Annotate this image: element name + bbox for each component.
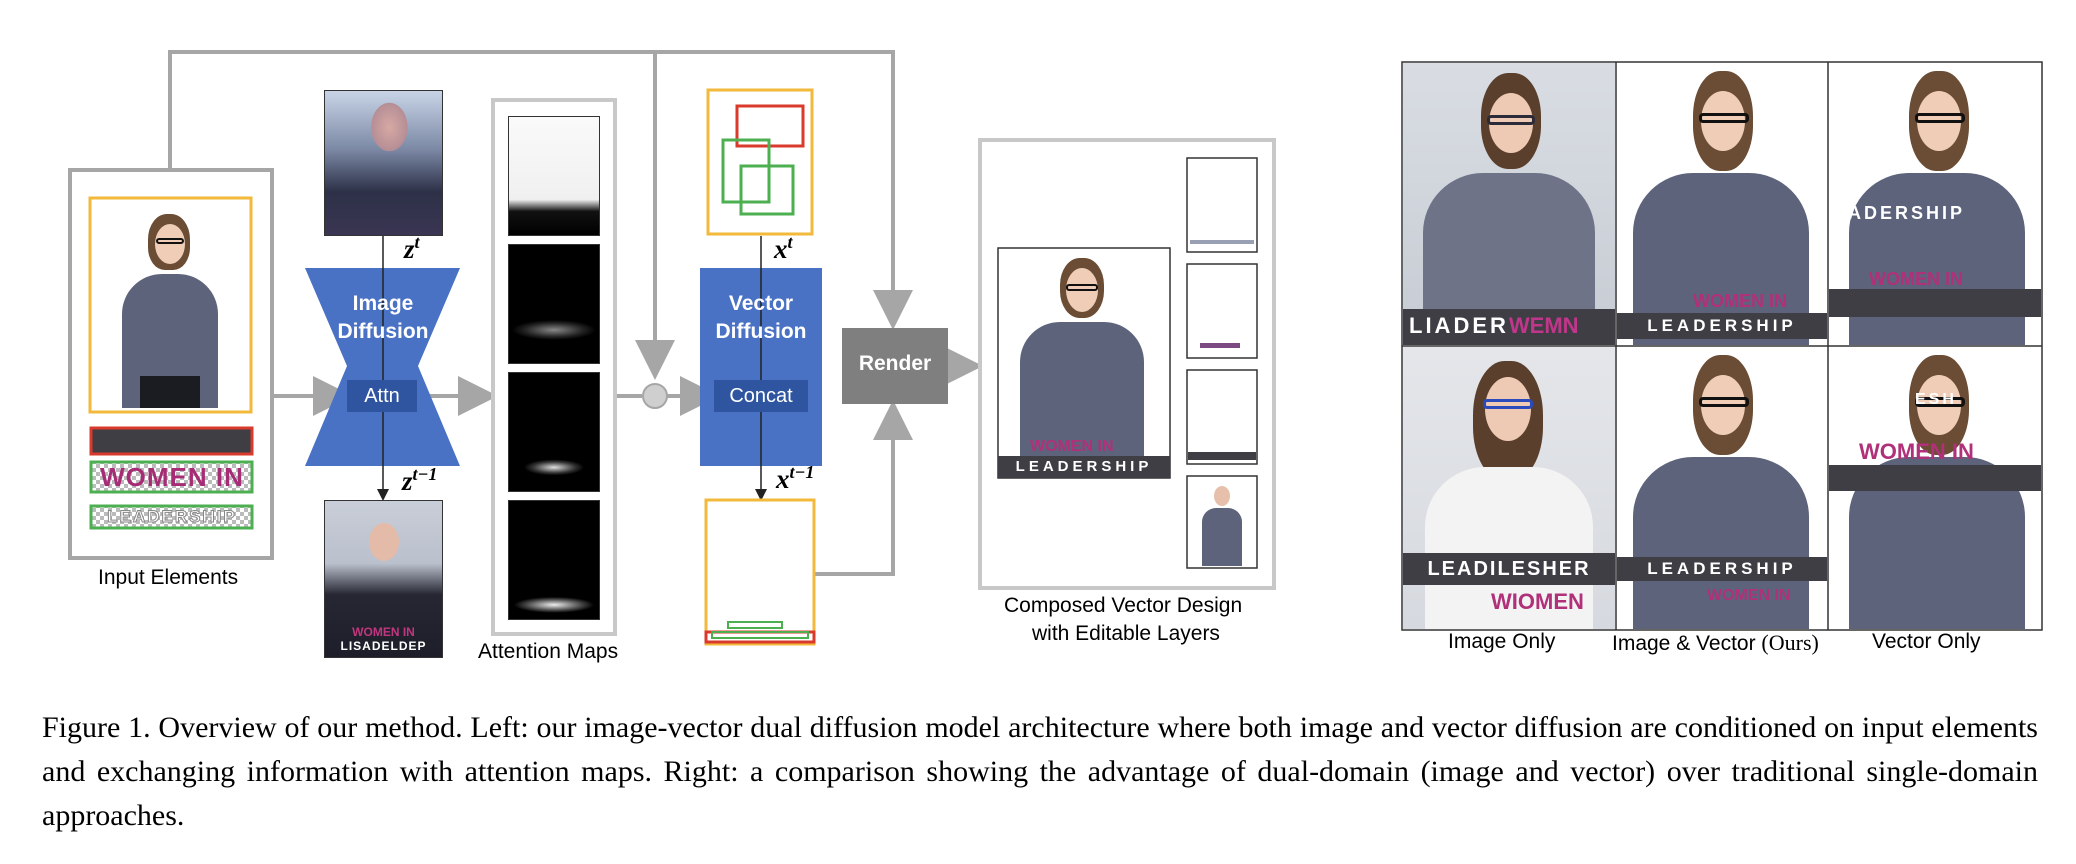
input-women-in-box	[89, 460, 254, 494]
layer-thumb-3-bar	[1188, 452, 1256, 460]
caption-text: Figure 1. Overview of our method. Left: …	[42, 711, 2038, 832]
cell-r2c3: ESH WOMEN IN	[1829, 347, 2041, 629]
vector-xt1-frame	[704, 498, 816, 646]
ours-tag: (Ours)	[1761, 630, 1819, 655]
composed-woman	[1000, 250, 1168, 476]
zt-label: zt	[404, 232, 420, 264]
figure: WOMEN IN LISADELDEP WOMEN IN LEADERSHIP …	[68, 50, 2043, 663]
input-leadership-box	[89, 504, 254, 530]
image-diffusion-title: Image Diffusion	[337, 292, 429, 343]
vector-xt-frame	[706, 88, 814, 236]
xt-green-box-2	[739, 164, 795, 216]
attention-map-3	[508, 372, 600, 492]
attn-box: Attn	[347, 380, 417, 412]
output-to-render-line	[815, 400, 913, 576]
top-loop-line	[168, 50, 913, 330]
composed-women-in: WOMEN IN	[1030, 438, 1114, 455]
layer-thumb-1-text	[1190, 240, 1254, 244]
col-label-vector-only: Vector Only	[1872, 630, 1981, 653]
input-woman-photo	[100, 204, 240, 408]
col-label-image-vector: Image & Vector (Ours)	[1612, 630, 1819, 655]
cell-r1c3: EADERSHIP WOMEN IN	[1829, 63, 2041, 345]
attention-maps-label: Attention Maps	[478, 640, 619, 663]
layer-thumb-2	[1186, 263, 1258, 359]
layer-thumb-3	[1186, 369, 1258, 465]
r2c2-pink-text: WOMEN IN	[1707, 587, 1791, 604]
r2c1-pink-text: WIOMEN	[1491, 589, 1584, 614]
r1c1-white-text: LIADER	[1409, 313, 1509, 338]
merge-node	[642, 383, 668, 409]
layer-thumb-1	[1186, 157, 1258, 253]
r2c2-leadership-bar: LEADERSHIP	[1617, 557, 1827, 581]
input-dark-bar	[89, 426, 254, 456]
cell-r1c2: WOMEN IN LEADERSHIP	[1617, 63, 1827, 345]
decoded-image-zt1: WOMEN IN LISADELDEP	[324, 500, 443, 658]
composed-leadership-bar: LEADERSHIP	[998, 456, 1170, 478]
noisy-image-zt	[324, 90, 443, 236]
zt1-label: zt−1	[402, 464, 438, 496]
cell-r1c1: LIADERWEMN	[1403, 63, 1615, 345]
attention-map-4	[508, 500, 600, 620]
cell-r2c2: LEADERSHIP WOMEN IN	[1617, 347, 1827, 629]
r2c1-bar-text: LEADILESHER	[1403, 553, 1615, 585]
r2c3-pink-text: WOMEN IN	[1859, 439, 1974, 464]
vector-diffusion-title: Vector Diffusion	[715, 292, 807, 343]
xt-label: xt	[774, 232, 793, 264]
input-women-in-text: WOMEN IN	[100, 462, 244, 492]
r1c2-pink-text: WOMEN IN	[1693, 291, 1787, 311]
figure-caption: Figure 1. Overview of our method. Left: …	[42, 706, 2038, 838]
composed-label-line1: Composed Vector Design	[1004, 594, 1243, 617]
layer-thumb-4-photo	[1196, 482, 1248, 566]
attention-map-1	[508, 116, 600, 236]
r2c3-white-text: ESH	[1915, 391, 1957, 408]
r1c1-pink-text: WEMN	[1508, 313, 1579, 338]
col-label-image-only: Image Only	[1448, 630, 1556, 653]
composed-label-line2: with Editable Layers	[1032, 622, 1220, 645]
decoded-women-in: WOMEN IN	[352, 625, 415, 639]
input-leadership-text: LEADERSHIP	[107, 507, 237, 527]
xt-green-box-1	[721, 138, 771, 204]
decoded-leadership-bar: LISADELDEP	[340, 639, 427, 653]
r1c2-leadership-bar: LEADERSHIP	[1617, 313, 1827, 339]
concat-box: Concat	[714, 380, 808, 412]
xt1-label: xt−1	[776, 462, 815, 494]
render-label: Render	[858, 352, 932, 375]
r1c3-white-text: EADERSHIP	[1833, 203, 1966, 223]
xt1-green-box-1	[727, 621, 783, 629]
input-elements-label: Input Elements	[98, 566, 239, 589]
attention-map-2	[508, 244, 600, 364]
cell-r2c1: LEADILESHER WIOMEN	[1403, 347, 1615, 629]
render-block	[842, 328, 948, 404]
r1c3-pink-text: WOMEN IN	[1869, 269, 1963, 289]
decoded-face	[369, 523, 399, 561]
layer-thumb-2-text	[1200, 343, 1240, 348]
xt1-green-box-2	[711, 631, 809, 639]
